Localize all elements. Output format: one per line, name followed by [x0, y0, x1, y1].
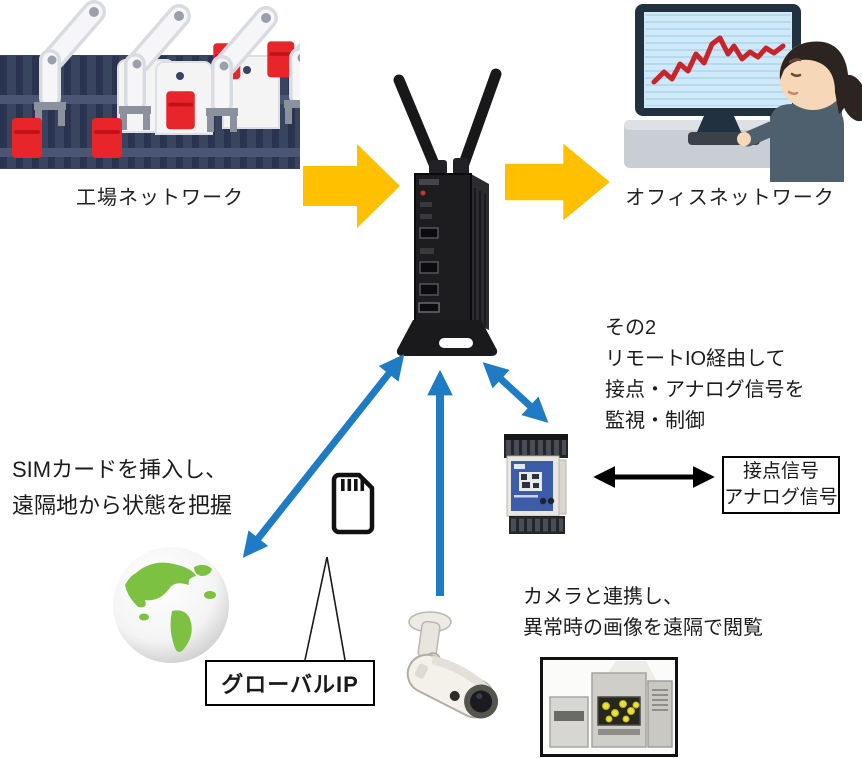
- sim-card-icon: [331, 472, 375, 535]
- sim-note-line2: 遠隔地から状態を把握: [12, 493, 233, 518]
- link-arrow-router-globe-icon: [242, 354, 405, 558]
- globe-icon: [113, 547, 229, 663]
- remote-io-note-line4: 監視・制御: [605, 410, 705, 432]
- remote-io-note: その2 リモートIO経由して 接点・アナログ信号を 監視・制御: [605, 313, 805, 437]
- camera-note-line2: 異常時の画像を遠隔で閲覧: [523, 617, 763, 639]
- sim-note: SIMカードを挿入し、 遠隔地から状態を把握: [12, 452, 232, 524]
- factory-machine-illustration: [540, 657, 678, 757]
- office-network-illustration: [624, 4, 862, 182]
- signal-arrow-icon: [593, 465, 715, 489]
- factory-network-illustration: [0, 0, 300, 169]
- link-arrow-camera-router-icon: [427, 369, 453, 596]
- office-network-label: オフィスネットワーク: [625, 187, 835, 209]
- camera-note: カメラと連携し、 異常時の画像を遠隔で閲覧: [523, 582, 763, 644]
- remote-io-note-line2: リモートIO経由して: [605, 348, 786, 370]
- signal-box-line1: 接点信号: [742, 461, 819, 482]
- global-ip-callout-pointer: [304, 556, 346, 661]
- factory-network-label: 工場ネットワーク: [76, 187, 244, 209]
- signal-types-box: 接点信号 アナログ信号: [722, 456, 840, 514]
- signal-box-line2: アナログ信号: [724, 487, 838, 508]
- global-ip-label: グローバルIP: [221, 672, 359, 697]
- remote-io-note-line1: その2: [605, 317, 657, 339]
- flow-arrow-router-to-office-icon: [505, 143, 610, 221]
- flow-arrow-factory-to-router-icon: [303, 144, 400, 228]
- security-camera-illustration: [406, 611, 499, 719]
- link-arrow-router-remoteio-icon: [482, 362, 549, 423]
- remote-io-module-illustration: [504, 434, 568, 534]
- lte-router-illustration: [393, 68, 502, 356]
- camera-note-line1: カメラと連携し、: [523, 586, 683, 608]
- remote-io-note-line3: 接点・アナログ信号を: [605, 379, 805, 401]
- global-ip-box: グローバルIP: [205, 660, 375, 706]
- sim-note-line1: SIMカードを挿入し、: [12, 457, 228, 482]
